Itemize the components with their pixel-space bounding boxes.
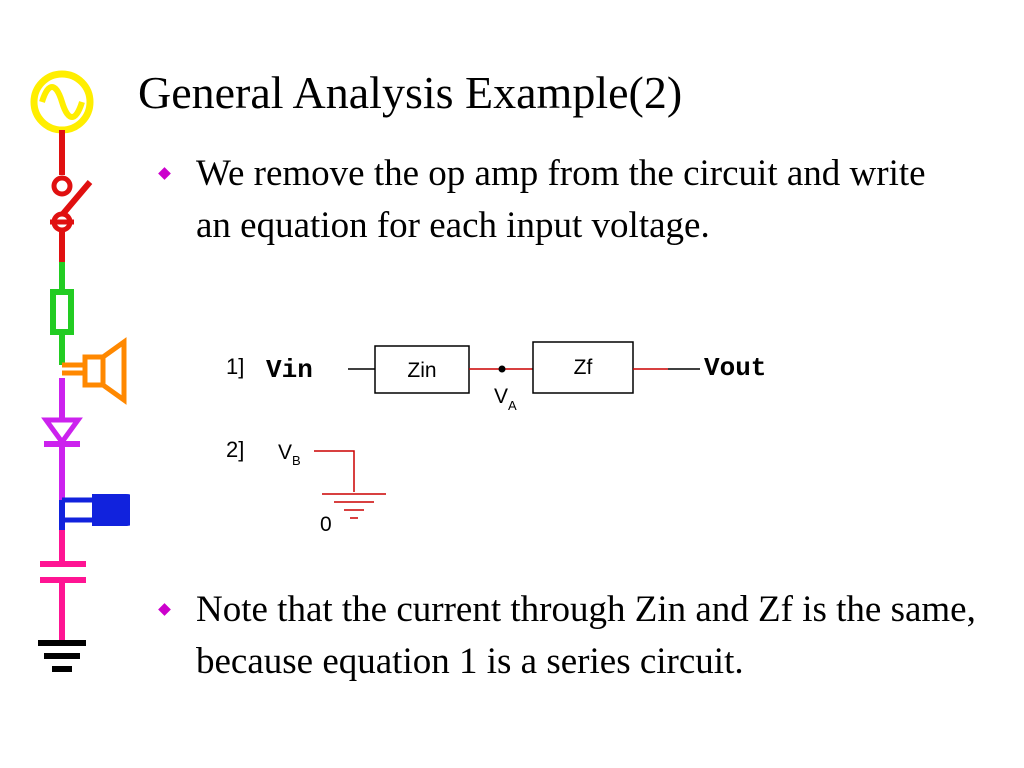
vin-label: Vin	[266, 355, 313, 385]
bullet-text: We remove the op amp from the circuit an…	[196, 153, 926, 246]
resistor-icon	[50, 262, 74, 365]
zf-box	[532, 341, 634, 394]
bullet-item: We remove the op amp from the circuit an…	[158, 148, 930, 252]
va-subscript: A	[508, 398, 517, 413]
vb-letter: V	[278, 441, 292, 464]
vb-subscript: B	[292, 453, 301, 468]
node-a-dot	[498, 365, 506, 373]
eq2-number: 2]	[226, 437, 244, 462]
zin-label: Zin	[407, 359, 436, 382]
ground-label: 0	[320, 513, 332, 536]
ground-symbol	[322, 493, 386, 519]
speaker-icon	[62, 337, 127, 405]
slide-title: General Analysis Example(2)	[138, 67, 683, 118]
ac-source-icon	[30, 70, 94, 134]
bullet-text: Note that the current through Zin and Zf…	[196, 589, 976, 682]
capacitor-icon	[40, 530, 86, 640]
diode-icon	[41, 378, 83, 500]
zin-box	[374, 345, 470, 394]
diamond-bullet-icon	[158, 603, 171, 616]
eq1-number: 1]	[226, 354, 244, 379]
vout-label: Vout	[704, 353, 766, 383]
circuit-equations-diagram: 1] Vin Zin V A Zf Vout 2] V B 0	[226, 341, 766, 536]
va-letter: V	[494, 385, 508, 408]
circuit-decoration	[30, 70, 130, 672]
diamond-bullet-icon	[158, 167, 171, 180]
bullet-item: Note that the current through Zin and Zf…	[158, 584, 980, 688]
ground-icon	[38, 640, 86, 672]
switch-icon	[50, 175, 93, 262]
led-icon	[59, 494, 130, 530]
zf-label: Zf	[574, 356, 593, 379]
